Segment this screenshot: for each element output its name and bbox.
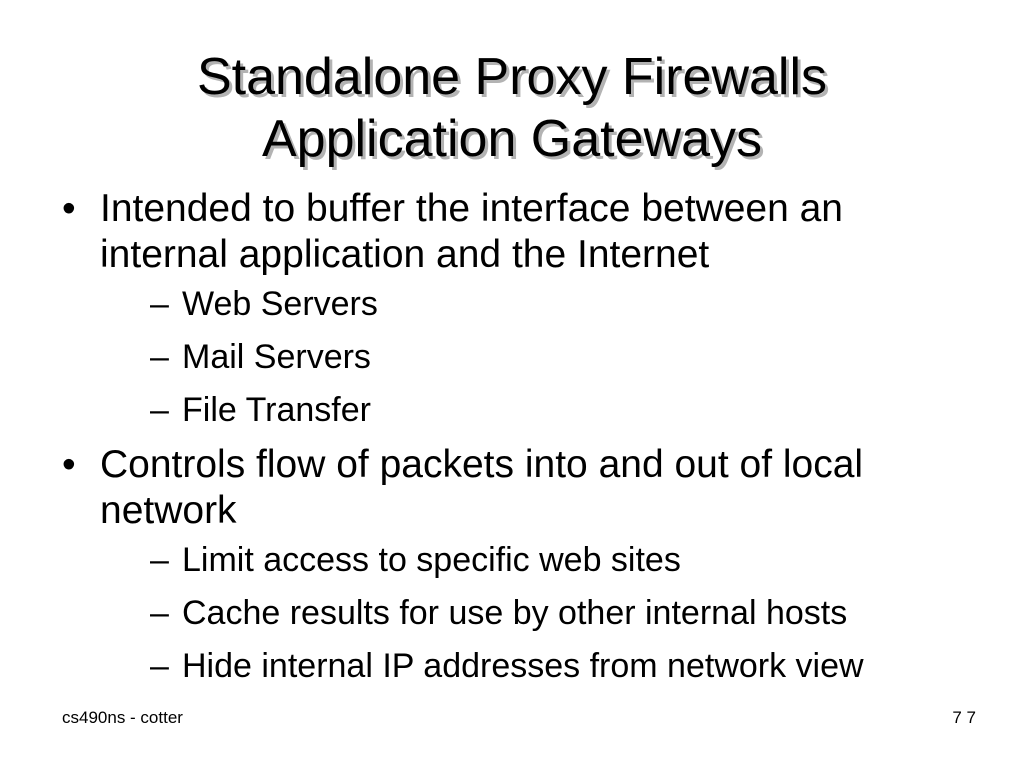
sub-item-text: Limit access to specific web sites — [182, 541, 681, 579]
sub-item: – Hide internal IP addresses from networ… — [100, 646, 962, 686]
bullet-item: • Intended to buffer the interface betwe… — [62, 186, 962, 430]
sub-marker: – — [150, 391, 169, 429]
bullet-text: Controls flow of packets into and out of… — [100, 443, 864, 532]
sub-item-text: File Transfer — [182, 391, 371, 429]
sub-item-text: Web Servers — [182, 285, 378, 323]
sub-marker: – — [150, 594, 169, 632]
sub-item: – File Transfer — [100, 390, 962, 430]
slide-body: • Intended to buffer the interface betwe… — [62, 186, 962, 686]
bullet-marker: • — [62, 443, 76, 486]
sub-item: – Cache results for use by other interna… — [100, 593, 962, 633]
sub-list: – Limit access to specific web sites – C… — [100, 540, 962, 686]
slide-subtitle-line: Application Gateways — [261, 110, 763, 168]
sub-item-text: Cache results for use by other internal … — [182, 594, 848, 632]
sub-item: – Web Servers — [100, 284, 962, 324]
bullet-text: Intended to buffer the interface between… — [100, 187, 843, 276]
sub-marker: – — [150, 647, 169, 685]
sub-item-text: Mail Servers — [182, 338, 371, 376]
sub-list: – Web Servers – Mail Servers – File Tran… — [100, 284, 962, 430]
bullet-item: • Controls flow of packets into and out … — [62, 442, 962, 686]
footer-course-label: cs490ns - cotter — [62, 708, 183, 727]
sub-marker: – — [150, 541, 169, 579]
slide-title: Standalone Proxy Firewalls Application G… — [0, 46, 1024, 170]
sub-marker: – — [150, 285, 169, 323]
slide-title-line: Standalone Proxy Firewalls — [196, 48, 828, 106]
sub-marker: – — [150, 338, 169, 376]
slide-number: 7 7 — [952, 708, 976, 727]
sub-item: – Mail Servers — [100, 337, 962, 377]
sub-item: – Limit access to specific web sites — [100, 540, 962, 580]
sub-item-text: Hide internal IP addresses from network … — [182, 647, 864, 685]
bullet-marker: • — [62, 187, 76, 230]
